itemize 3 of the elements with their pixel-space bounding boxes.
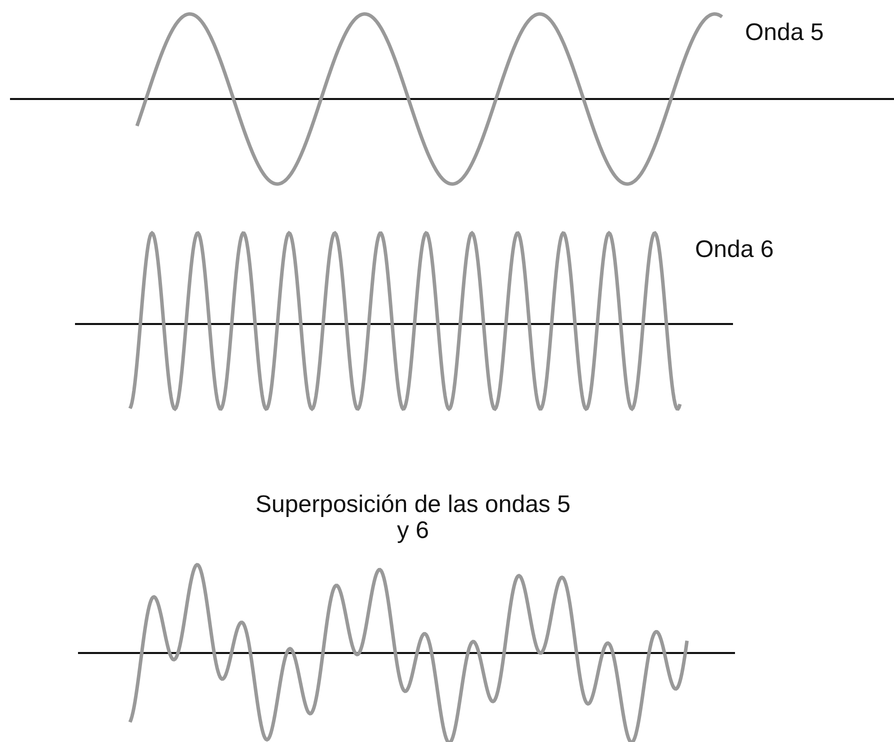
wave-label: Onda 6: [695, 237, 775, 263]
wave-label: Superposición de las ondas 5 y 6: [254, 492, 572, 544]
wave-label: Onda 5: [745, 20, 825, 46]
